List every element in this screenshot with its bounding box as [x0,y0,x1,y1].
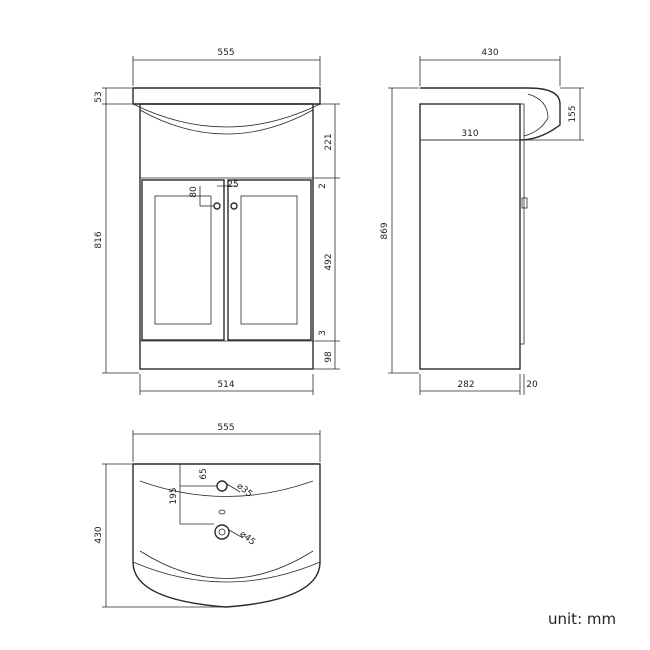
side-handle [521,197,528,209]
side-view: 430 155 310 869 282 20 [380,48,584,395]
top-basin-rim-curve [132,561,321,583]
waste-hole-inner [218,528,226,536]
dim-gap-top: 2 [318,183,328,189]
dim-front-width: 555 [217,48,234,58]
dim-door-thickness: 20 [526,380,538,390]
front-handle-left [213,202,221,210]
top-basin-back-curve [139,480,314,497]
dim-cabinet-depth: 282 [457,380,474,390]
front-door-right [227,179,312,341]
dim-plinth: 98 [324,351,334,363]
side-cabinet-body [419,103,521,370]
front-basin-curve [132,103,321,128]
top-basin-outline [132,463,321,608]
front-door-right-panel [240,195,298,325]
dim-side-depth: 430 [481,48,498,58]
dim-gap-bottom: 3 [318,330,328,336]
dim-cabinet-width: 514 [217,380,234,390]
leader-line [228,529,244,539]
front-door-left [141,179,225,341]
dim-upper-panel: 221 [324,133,334,150]
overflow-hole [218,509,226,515]
top-basin-front-curve [139,550,314,579]
front-cabinet-body [139,103,314,370]
leader-line [226,483,241,493]
dim-tap-offset: 65 [199,468,209,479]
dim-handle-offset: 25 [227,180,238,190]
dim-top-width: 555 [217,423,234,433]
dim-waste-hole: ⌀45 [238,529,257,548]
dim-front-height: 816 [94,231,104,248]
side-basin-outline [420,87,561,141]
unit-label: unit: mm [548,610,616,628]
dim-tap-hole: ⌀35 [235,481,254,500]
tap-hole [216,480,228,492]
dim-inner-depth: 310 [461,129,478,139]
side-door-edge [519,103,525,345]
front-handle-right [230,202,238,210]
waste-hole [214,524,230,540]
front-view: 555 53 816 221 2 492 3 98 514 80 25 [94,48,340,395]
side-basin-curve [523,93,549,137]
dim-basin-lip: 53 [94,91,104,102]
front-door-left-panel [154,195,212,325]
front-basin-top [132,87,321,105]
dim-basin-depth: 155 [568,105,578,122]
top-view: 555 430 65 195 ⌀35 ⌀45 [94,423,321,608]
dim-handle-drop: 80 [189,186,199,198]
dim-waste-offset: 195 [169,487,179,504]
dim-top-depth: 430 [94,526,104,543]
front-basin-inner-curve [139,109,314,135]
dim-side-height: 869 [380,222,390,239]
dim-door-height: 492 [324,253,334,270]
